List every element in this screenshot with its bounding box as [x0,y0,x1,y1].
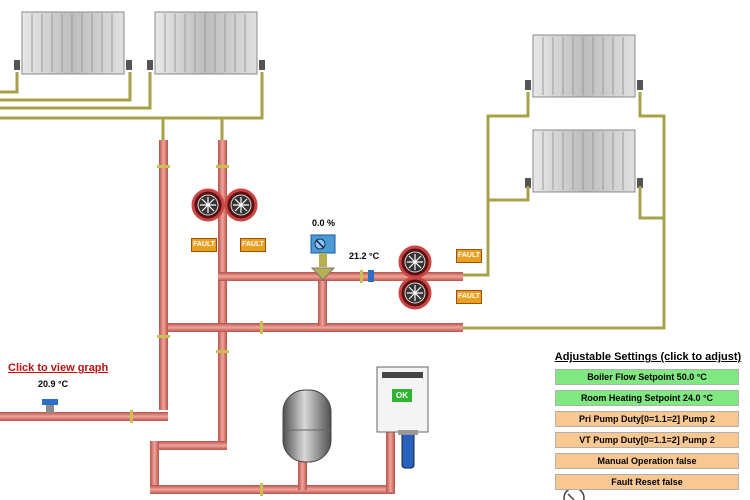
secondary-pump-2[interactable] [398,276,432,310]
expansion-vessel [282,389,332,463]
primary-pump-1-fault-indicator[interactable]: FAULT [191,238,217,252]
mixing-valve[interactable] [310,234,336,281]
secondary-pump-1[interactable] [398,245,432,279]
secondary-pipework [0,72,666,330]
filter-unit [398,430,418,469]
radiator-2 [147,11,265,75]
primary-pump-2-fault-indicator[interactable]: FAULT [240,238,266,252]
outside-temperature-sensor [42,399,58,413]
pri-pump-duty-button[interactable]: Pri Pump Duty[0=1.1=2] Pump 2 [555,411,739,427]
secondary-pump-1-fault-indicator[interactable]: FAULT [456,249,482,263]
view-graph-link[interactable]: Click to view graph [8,362,109,374]
primary-pump-2[interactable] [224,188,258,222]
radiator-4 [525,129,643,193]
valve-position-readout: 0.0 % [312,218,336,228]
boiler-flow-setpoint-button[interactable]: Boiler Flow Setpoint 50.0 °C [555,369,739,385]
settings-title: Adjustable Settings (click to adjust) [554,351,742,363]
manual-operation-button[interactable]: Manual Operation false [555,453,739,469]
secondary-pump-2-fault-indicator[interactable]: FAULT [456,290,482,304]
flow-temperature-readout: 21.2 °C [349,251,380,261]
primary-pipework [0,140,463,496]
outside-temperature-readout: 20.9 °C [38,379,69,389]
primary-pump-1[interactable] [191,188,225,222]
flow-temperature-sensor [368,270,374,282]
adjustable-settings-panel: Adjustable Settings (click to adjust) Bo… [553,351,743,495]
boiler-status-badge: OK [392,389,412,402]
radiator-1 [14,11,132,75]
radiator-3 [525,34,643,98]
vt-pump-duty-button[interactable]: VT Pump Duty[0=1.1=2] Pump 2 [555,432,739,448]
room-heating-setpoint-button[interactable]: Room Heating Setpoint 24.0 °C [555,390,739,406]
fault-reset-button[interactable]: Fault Reset false [555,474,739,490]
